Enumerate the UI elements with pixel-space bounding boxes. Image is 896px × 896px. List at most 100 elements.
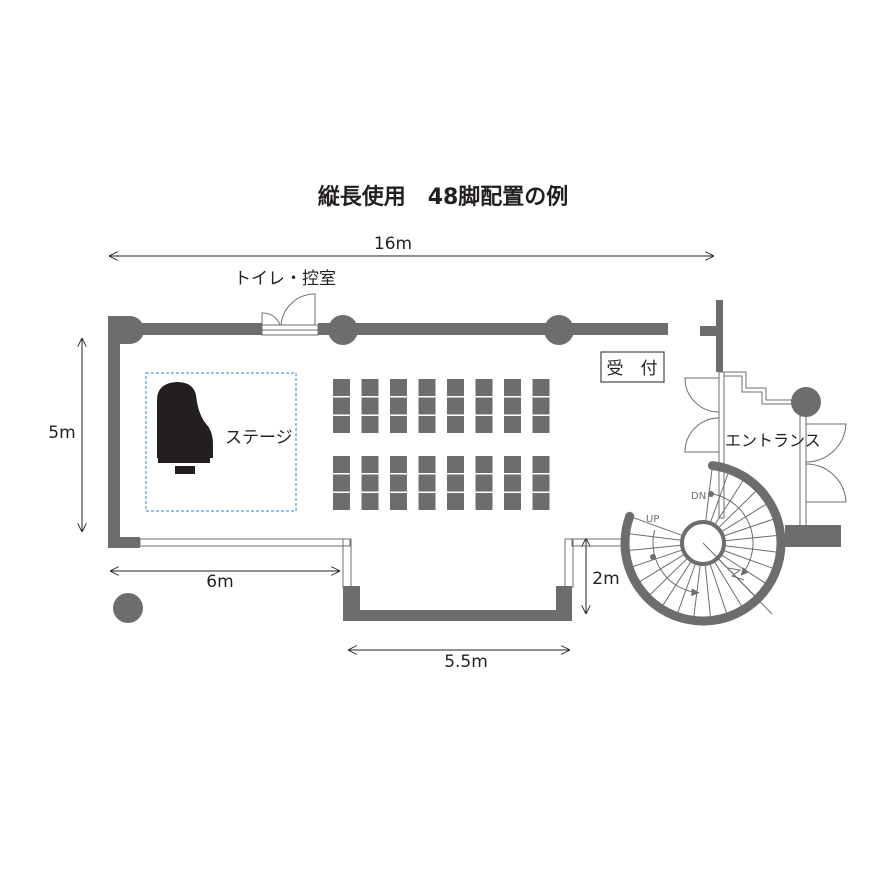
dimension-5-5m: 5.5m — [348, 650, 570, 672]
column — [544, 315, 574, 345]
toilet-door[interactable] — [261, 293, 316, 326]
chair — [447, 397, 464, 415]
stair-tread — [713, 560, 745, 610]
dimension-16m: 16m — [109, 234, 714, 256]
page-title: 縦長使用 48脚配置の例 — [318, 185, 569, 210]
stair-tread — [629, 515, 684, 537]
chair — [333, 397, 350, 415]
stair-tread — [717, 488, 760, 529]
chair — [333, 493, 350, 510]
column — [328, 315, 358, 345]
stage-label: ステージ — [225, 428, 293, 448]
walls — [108, 300, 841, 623]
chair — [390, 397, 407, 415]
dimension-label: 2m — [592, 569, 619, 589]
stair-tread — [723, 545, 781, 554]
chair — [475, 456, 493, 473]
entrance-door-left[interactable] — [684, 377, 720, 453]
chair — [475, 493, 493, 510]
chair — [447, 493, 464, 510]
chair — [475, 416, 493, 433]
stair-tread — [625, 544, 683, 552]
chair — [361, 474, 379, 492]
chair — [532, 397, 550, 415]
stage: ステージ — [145, 372, 297, 512]
dimension-5m: 5m — [48, 338, 82, 532]
chair — [447, 416, 464, 433]
dimension-label: 6m — [206, 572, 233, 592]
thin-walls — [139, 324, 807, 588]
dimension-6m: 6m — [110, 571, 340, 592]
chair — [361, 379, 379, 396]
chair — [361, 397, 379, 415]
chair — [447, 474, 464, 492]
stair-tread — [625, 532, 683, 541]
stair-tread — [660, 560, 693, 609]
chair — [333, 456, 350, 473]
dimension-label: 16m — [374, 234, 412, 254]
chair — [504, 456, 521, 473]
stair-tread — [720, 553, 769, 586]
reception: 受 付 — [600, 351, 665, 383]
stair-tread — [722, 517, 778, 537]
chair — [532, 493, 550, 510]
stair-tread — [723, 534, 781, 542]
chair — [390, 416, 407, 433]
stair-tread — [704, 563, 712, 621]
chair — [390, 379, 407, 396]
chair — [504, 474, 521, 492]
chair — [447, 379, 464, 396]
chair — [418, 474, 436, 492]
chair — [390, 456, 407, 473]
toilet-label: トイレ・控室 — [234, 269, 336, 289]
stair-tread — [675, 562, 697, 617]
chair — [504, 379, 521, 396]
chair — [532, 379, 550, 396]
stair-tread — [636, 553, 686, 585]
chair — [361, 416, 379, 433]
chair — [475, 474, 493, 492]
column — [791, 387, 821, 417]
chair — [504, 493, 521, 510]
piano-icon — [157, 382, 213, 463]
stairs-up-label: UP — [646, 514, 659, 525]
stair-tread — [709, 562, 729, 618]
dimension-2m: 2m — [586, 538, 620, 614]
chair — [532, 474, 550, 492]
chair — [475, 397, 493, 415]
chair — [532, 416, 550, 433]
entrance-label: エントランス — [725, 431, 821, 450]
chair — [418, 379, 436, 396]
chair — [418, 456, 436, 473]
chair — [361, 493, 379, 510]
chair — [418, 493, 436, 510]
chair — [475, 379, 493, 396]
chair-layout — [333, 379, 550, 510]
chair — [361, 456, 379, 473]
chair — [504, 397, 521, 415]
chair — [390, 474, 407, 492]
column — [113, 593, 143, 623]
stair-tread — [720, 501, 770, 533]
spiral-staircase: UP DN — [620, 461, 786, 626]
chair — [333, 416, 350, 433]
stairs-down-label: DN — [691, 491, 706, 502]
piano-bench — [175, 466, 195, 474]
stair-tread — [722, 549, 777, 571]
stair-tread — [713, 477, 746, 526]
chair — [390, 493, 407, 510]
reception-label: 受 付 — [607, 359, 658, 379]
chair — [418, 397, 436, 415]
chair — [447, 456, 464, 473]
stair-tread — [628, 549, 684, 569]
chair — [418, 416, 436, 433]
chair — [532, 456, 550, 473]
dimension-label: 5m — [48, 423, 75, 443]
stair-tread — [709, 469, 730, 524]
dimension-label: 5.5m — [444, 652, 488, 672]
chair — [333, 379, 350, 396]
entrance-door-right[interactable] — [805, 423, 847, 503]
chair — [333, 474, 350, 492]
stair-tread — [646, 557, 689, 598]
